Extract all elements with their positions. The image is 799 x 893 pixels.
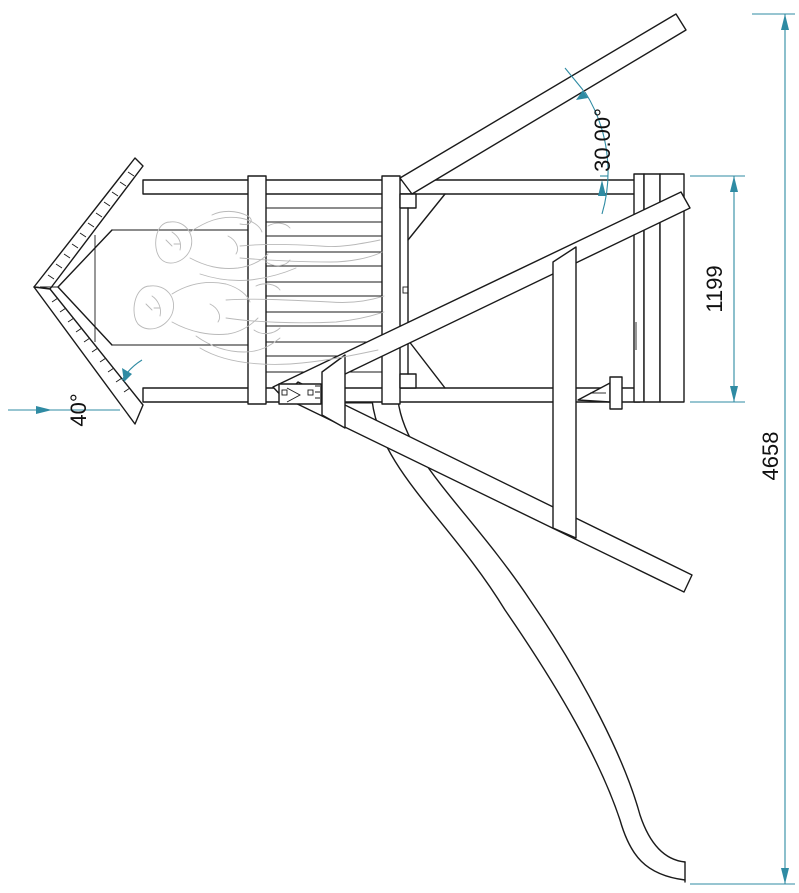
platform-height-label: 1199 <box>702 265 727 312</box>
child-figure-top <box>155 210 383 281</box>
overall-length-label: 4658 <box>758 432 783 481</box>
house-body <box>112 173 685 405</box>
post-middle <box>381 175 401 405</box>
platform-arrow-bottom <box>730 386 738 402</box>
diagonal-brace-bottom <box>407 339 446 389</box>
slide <box>285 394 686 883</box>
anchor-block <box>609 376 623 410</box>
roof-inner-rafter-top <box>57 229 113 288</box>
slide-outer-edge <box>371 399 686 881</box>
deck-board-1 <box>633 173 645 403</box>
apex-bolt-2 <box>307 389 314 396</box>
children-figures <box>133 210 385 365</box>
slide-angle-arrow-top <box>576 90 588 100</box>
post-left <box>247 175 267 405</box>
overall-arrow-top <box>781 14 789 30</box>
deck-post-lower <box>399 373 417 389</box>
a-frame <box>272 191 693 593</box>
dimension-roof-angle: 40° <box>8 359 143 427</box>
apex-detail <box>286 385 320 403</box>
roof-angle-label: 40° <box>66 393 91 426</box>
diagonal-brace-top <box>407 193 446 241</box>
roof-angle-arrow-left <box>36 406 52 414</box>
dimension-slide-angle: 30.00° <box>399 13 687 215</box>
roof-angle-arc <box>121 359 143 381</box>
roof-shingles-top <box>47 171 135 280</box>
slide-angle-arc <box>584 91 609 215</box>
child-figure-bottom <box>133 282 385 365</box>
apex-bolt-1 <box>281 389 288 396</box>
bolt-mark <box>402 286 409 294</box>
slide-angle-label: 30.00° <box>590 108 615 172</box>
roof <box>33 157 144 425</box>
upper-beam <box>399 13 687 195</box>
dimension-overall: 4658 <box>690 13 795 885</box>
apex-plate <box>321 354 346 429</box>
dimension-platform: 1199 <box>690 175 745 403</box>
slide-angle-arrow-bottom <box>598 180 606 196</box>
roof-inner-rafter-bottom <box>57 286 113 346</box>
roof-lower-panel <box>33 286 144 425</box>
deck-post-upper <box>399 193 417 209</box>
overall-arrow-bottom <box>781 868 789 884</box>
roof-shingles-bottom <box>51 297 131 393</box>
platform-arrow-top <box>730 176 738 192</box>
apex-bracket <box>278 383 322 405</box>
slide-inner-edge <box>397 399 686 863</box>
roof-angle-arrow-right <box>122 368 132 382</box>
cross-brace <box>552 246 577 539</box>
